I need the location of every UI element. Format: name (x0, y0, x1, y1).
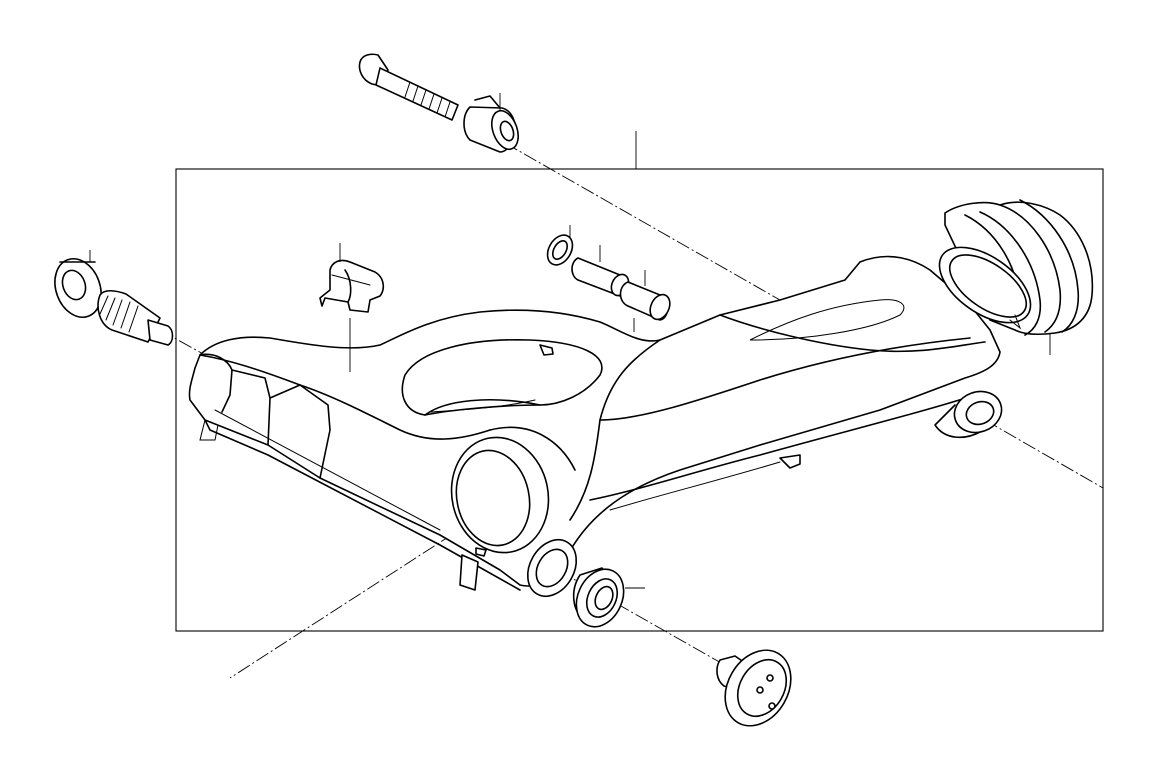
small-washer (546, 225, 574, 266)
rubber-boot (938, 199, 1094, 355)
bearing-ring (526, 538, 578, 598)
assembly-frame (175, 168, 1104, 632)
ball-bearing (572, 567, 645, 628)
swing-arm (188, 255, 1003, 591)
rubber-bushing (463, 93, 519, 153)
bolt-axis-line (504, 142, 781, 301)
left-washer (54, 250, 102, 318)
clamp-clip (319, 243, 385, 372)
flanged-pivot-pin (716, 649, 792, 727)
bearing-axis-line (539, 559, 731, 669)
right-eye-axis-line (984, 419, 1104, 489)
bushing-sleeve (619, 270, 671, 332)
threaded-pin (97, 289, 174, 346)
pivot-bolt (358, 53, 459, 121)
